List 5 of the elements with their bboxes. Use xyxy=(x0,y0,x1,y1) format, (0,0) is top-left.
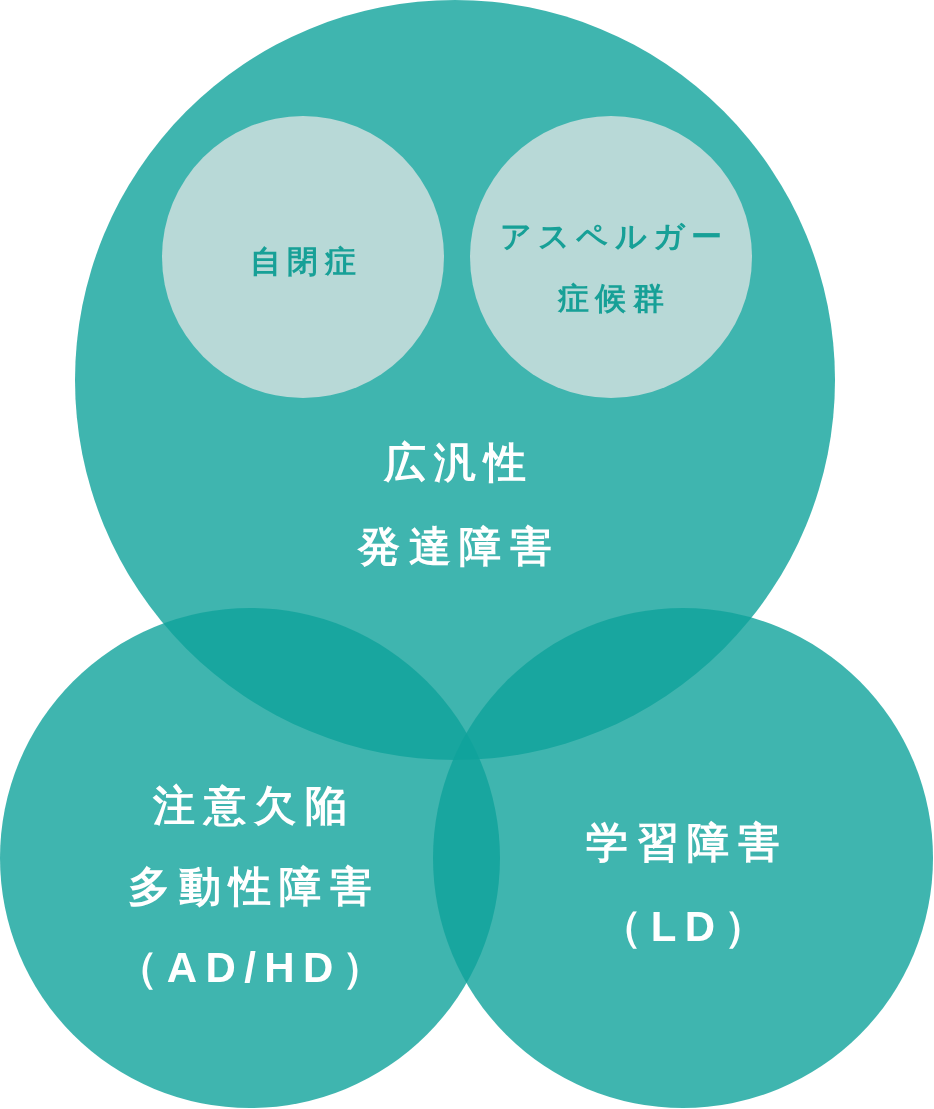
circle-label: 広汎性発達障害 xyxy=(356,438,561,572)
circle-label: 自閉症 xyxy=(249,243,363,281)
circle-label: 学習障害（LD） xyxy=(585,818,789,952)
circle-label: 注意欠陥多動性障害（AD/HD） xyxy=(115,781,394,994)
circle-label: アスペルガー症候群 xyxy=(499,218,730,318)
